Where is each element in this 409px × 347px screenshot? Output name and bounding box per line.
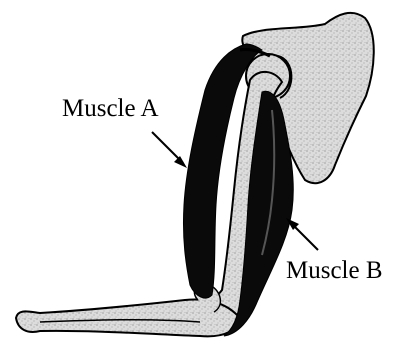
muscle-b-label: Muscle B	[286, 257, 383, 284]
muscle-a-arrowhead	[174, 156, 187, 168]
muscle-a-label: Muscle A	[62, 95, 159, 122]
